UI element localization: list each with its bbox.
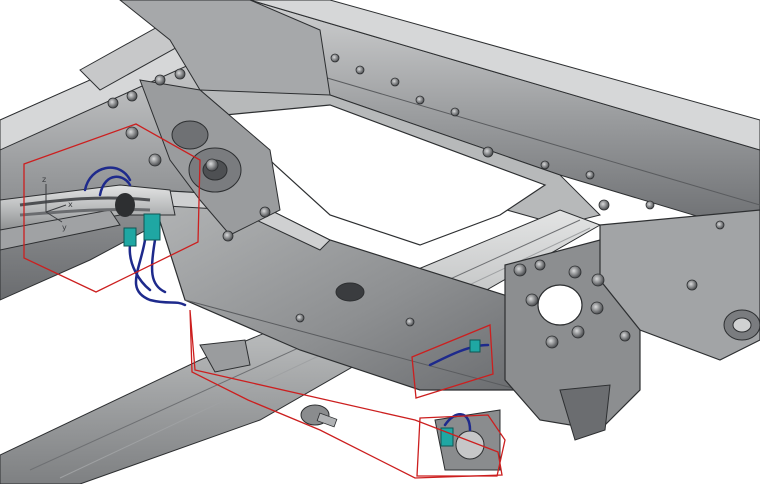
bolt	[545, 335, 559, 349]
hose	[150, 238, 167, 294]
bolt	[222, 230, 234, 242]
sensor-connectors	[123, 213, 481, 447]
bolt	[330, 53, 340, 63]
bolts	[107, 53, 725, 349]
bolt	[126, 90, 138, 102]
bolt	[450, 107, 460, 117]
bolt	[686, 279, 698, 291]
harness-region-right	[411, 324, 494, 399]
bolt	[148, 153, 162, 167]
sensor-connector	[143, 213, 161, 241]
axis-triad: x y z	[42, 175, 73, 232]
harness-trunk	[19, 193, 151, 217]
mount-bracket-left	[139, 79, 281, 236]
bolt	[571, 325, 585, 339]
bolt	[540, 160, 550, 170]
bolt	[205, 158, 219, 172]
sensor-region-bottom	[416, 414, 506, 477]
upper-cross-frame	[119, 0, 601, 246]
bolt	[295, 313, 305, 323]
bolt	[355, 65, 365, 75]
hose	[443, 413, 472, 432]
hose	[134, 238, 187, 307]
bolt	[645, 200, 655, 210]
bolt	[482, 146, 494, 158]
bolt	[590, 301, 604, 315]
sensor-connector	[440, 427, 454, 447]
hose	[98, 175, 132, 197]
bolt	[591, 273, 605, 287]
bolt	[585, 170, 595, 180]
bolt	[125, 126, 139, 140]
bolt	[415, 95, 425, 105]
bolt	[154, 74, 166, 86]
sensor-connector	[469, 339, 481, 353]
sensor-connector	[123, 227, 137, 247]
hose	[428, 343, 490, 367]
bolt	[525, 293, 539, 307]
bolt	[259, 206, 271, 218]
bolt	[534, 259, 546, 271]
bolt	[568, 265, 582, 279]
bolt	[513, 263, 527, 277]
selection-outlines	[23, 123, 506, 479]
wiring-harness	[83, 166, 490, 432]
bolt	[715, 220, 725, 230]
harness-region-left	[23, 123, 201, 293]
bolt	[174, 68, 186, 80]
bolt	[619, 330, 631, 342]
bolt	[405, 317, 415, 327]
bolt	[107, 97, 119, 109]
fitting-bottom	[300, 404, 338, 428]
hose	[83, 166, 132, 192]
bolt	[598, 199, 610, 211]
bolt	[390, 77, 400, 87]
axis-label-x: x	[68, 200, 73, 209]
axis-label-y: y	[62, 223, 67, 232]
axis-label-z: z	[42, 175, 46, 184]
